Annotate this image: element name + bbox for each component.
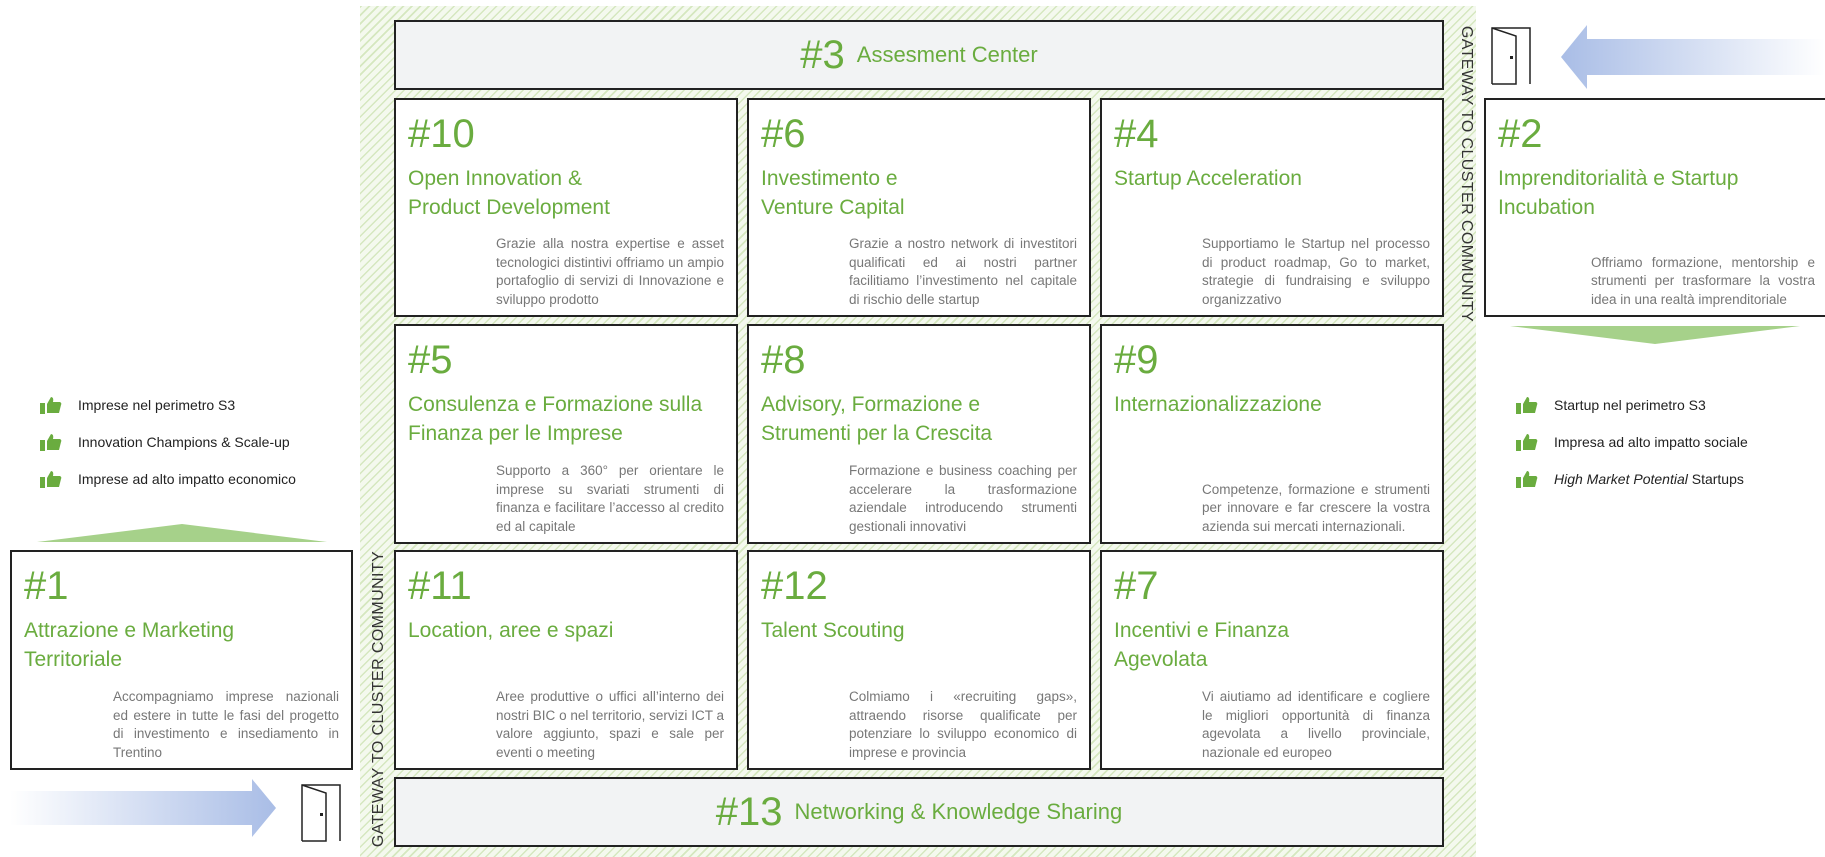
gateway-label-left: GATEWAY TO CLUSTER COMMUNITY — [370, 550, 388, 848]
card-description: Vi aiutiamo ad identificare e cogliere l… — [1202, 689, 1430, 760]
list-item: Innovation Champions & Scale-up — [40, 423, 340, 460]
thumbs-up-icon — [40, 433, 62, 451]
thumbs-up-icon — [1516, 396, 1538, 414]
card-number: #2 — [1498, 112, 1543, 156]
card-incentivi: #7 Incentivi e Finanza Agevolata Vi aiut… — [1100, 550, 1444, 770]
card-description: Formazione e business coaching per accel… — [849, 463, 1077, 534]
card-finanza-imprese: #5 Consulenza e Formazione sulla Finanza… — [394, 324, 738, 544]
thumbs-up-icon — [40, 396, 62, 414]
list-item: Imprese nel perimetro S3 — [40, 386, 340, 423]
card-description: Competenze, formazione e strumenti per i… — [1202, 481, 1430, 534]
card-incubation: #2 Imprenditorialità e Startup Incubatio… — [1484, 98, 1825, 317]
door-icon — [1491, 27, 1531, 85]
card-number: #6 — [761, 112, 806, 156]
card-description: Offriamo formazione, mentorship e strume… — [1591, 254, 1815, 307]
bullet-label: Innovation Champions & Scale-up — [78, 433, 290, 450]
assessment-number: #3 — [800, 32, 845, 77]
list-item: Startup nel perimetro S3 — [1516, 386, 1816, 423]
bullet-label: Imprese ad alto impatto economico — [78, 470, 296, 487]
card-location: #11 Location, aree e spazi Aree produtti… — [394, 550, 738, 770]
card-startup-acceleration: #4 Startup Acceleration Supportiamo le S… — [1100, 98, 1444, 317]
card-title: Investimento e Venture Capital — [761, 167, 905, 219]
gateway-label-right: GATEWAY TO CLUSTER COMMUNITY — [1458, 25, 1476, 323]
triangle-down-icon — [1510, 326, 1800, 344]
card-title: Attrazione e Marketing Territoriale — [24, 619, 235, 671]
card-description: Grazie a nostro network di investitori q… — [849, 236, 1077, 307]
card-internazionalizzazione: #9 Internazionalizzazione Competenze, fo… — [1100, 324, 1444, 544]
assessment-center-band: #3 Assesment Center — [394, 20, 1444, 90]
card-number: #11 — [408, 564, 472, 608]
card-number: #5 — [408, 338, 453, 382]
arrow-right-icon — [10, 779, 276, 837]
door-icon — [301, 784, 341, 842]
card-number: #9 — [1114, 338, 1159, 382]
list-item: Impresa ad alto impatto sociale — [1516, 423, 1816, 460]
card-description: Accompagniamo imprese nazionali ed ester… — [113, 689, 339, 760]
card-description: Grazie alla nostra expertise e asset tec… — [496, 236, 724, 307]
card-description: Supporto a 360° per orientare le imprese… — [496, 463, 724, 534]
card-venture-capital: #6 Investimento e Venture Capital Grazie… — [747, 98, 1091, 317]
networking-band: #13 Networking & Knowledge Sharing — [394, 777, 1444, 847]
card-number: #4 — [1114, 112, 1159, 156]
card-number: #8 — [761, 338, 806, 382]
card-number: #12 — [761, 564, 828, 608]
thumbs-up-icon — [1516, 470, 1538, 488]
card-talent-scouting: #12 Talent Scouting Colmiamo i «recruiti… — [747, 550, 1091, 770]
triangle-up-icon — [37, 524, 327, 542]
networking-number: #13 — [715, 789, 783, 834]
arrow-left-icon — [1561, 25, 1825, 89]
bullet-label: Impresa ad alto impatto sociale — [1554, 433, 1748, 450]
left-bullet-list: Imprese nel perimetro S3 Innovation Cham… — [40, 386, 340, 497]
card-title: Open Innovation & Product Development — [408, 167, 610, 219]
card-title: Location, aree e spazi — [408, 619, 614, 642]
assessment-title: Assesment Center — [856, 42, 1038, 67]
thumbs-up-icon — [40, 470, 62, 488]
card-title: Advisory, Formazione e Strumenti per la … — [761, 393, 993, 445]
card-number: #1 — [24, 564, 69, 608]
card-title: Startup Acceleration — [1114, 167, 1302, 190]
card-advisory: #8 Advisory, Formazione e Strumenti per … — [747, 324, 1091, 544]
list-item: High Market Potential Startups — [1516, 460, 1816, 497]
card-description: Aree produttive o uffici all’interno dei… — [496, 689, 724, 760]
card-description: Supportiamo le Startup nel processo di p… — [1202, 236, 1430, 307]
card-title: Internazionalizzazione — [1114, 393, 1322, 416]
card-open-innovation: #10 Open Innovation & Product Developmen… — [394, 98, 738, 317]
card-number: #10 — [408, 112, 475, 156]
card-title: Imprenditorialità e Startup Incubation — [1498, 167, 1739, 219]
thumbs-up-icon — [1516, 433, 1538, 451]
bullet-label: Imprese nel perimetro S3 — [78, 396, 236, 413]
card-title: Talent Scouting — [761, 619, 905, 642]
card-description: Colmiamo i «recruiting gaps», attraendo … — [849, 689, 1077, 760]
bullet-label: Startup nel perimetro S3 — [1554, 396, 1706, 413]
card-number: #7 — [1114, 564, 1159, 608]
card-title: Consulenza e Formazione sulla Finanza pe… — [408, 393, 703, 445]
right-bullet-list: Startup nel perimetro S3 Impresa ad alto… — [1516, 386, 1816, 497]
card-attrazione: #1 Attrazione e Marketing Territoriale A… — [10, 550, 353, 770]
networking-title: Networking & Knowledge Sharing — [794, 799, 1123, 824]
card-title: Incentivi e Finanza Agevolata — [1114, 619, 1290, 671]
list-item: Imprese ad alto impatto economico — [40, 460, 340, 497]
bullet-label: High Market Potential Startups — [1554, 470, 1744, 487]
